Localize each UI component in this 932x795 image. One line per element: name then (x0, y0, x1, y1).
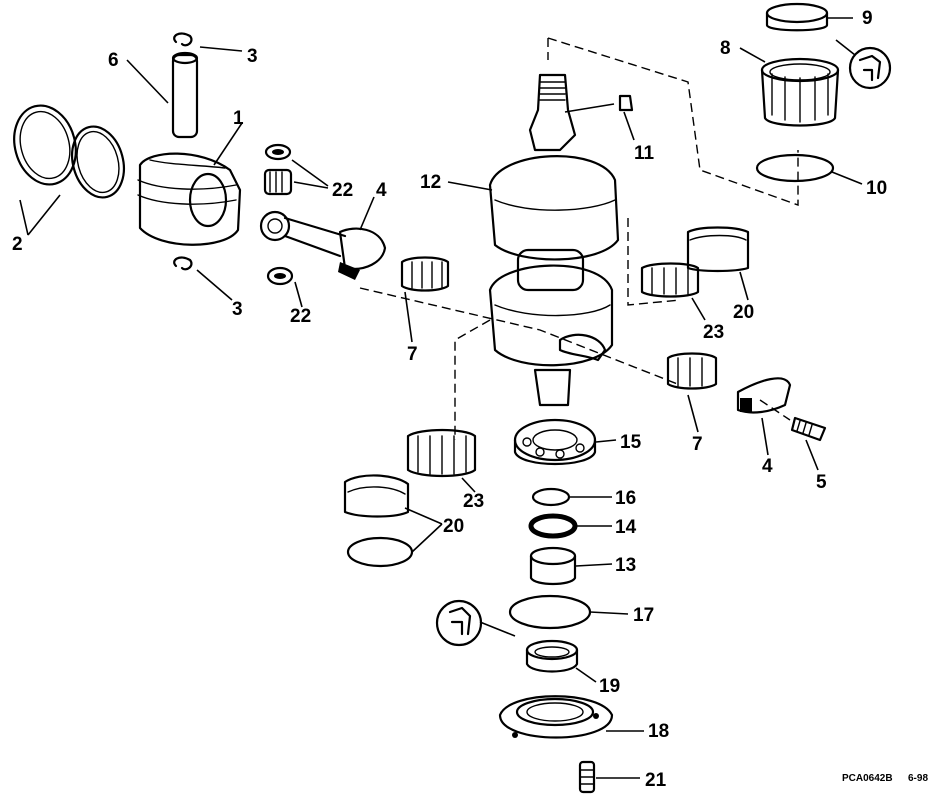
assembly-dashed-lines (359, 37, 799, 440)
lubricant-icon (835, 39, 892, 90)
bearing-housing (498, 695, 614, 739)
callout-16: 16 (615, 488, 636, 509)
upper-bearing (760, 57, 840, 127)
ball-bearing (513, 418, 597, 466)
callout-7: 7 (407, 344, 418, 365)
callout-10: 10 (866, 178, 887, 199)
callout-5: 5 (816, 472, 827, 493)
callout-3: 3 (232, 299, 243, 320)
callouts: 1 2 3 3 4 4 5 6 7 7 8 9 10 11 12 13 14 1… (12, 8, 887, 791)
rod-bearing-washers (263, 143, 294, 286)
lubricant-icon (435, 599, 516, 647)
rod-cap-screw (790, 416, 827, 442)
callout-15: 15 (620, 432, 642, 453)
callout-2: 2 (12, 234, 23, 255)
bearing-race-left (343, 474, 410, 518)
drawing-date: 6-98 (908, 773, 928, 784)
callout-7: 7 (692, 434, 703, 455)
upper-seal (765, 2, 829, 32)
connecting-rod (259, 210, 387, 280)
callout-20: 20 (733, 302, 754, 323)
callout-19: 19 (599, 676, 620, 697)
needle-bearing-lower (666, 352, 718, 390)
callout-17: 17 (633, 605, 654, 626)
lower-seal (528, 513, 578, 539)
callout-6: 6 (108, 50, 119, 71)
sleeve (529, 546, 577, 586)
drawing-code: PCA0642B (842, 773, 893, 784)
callout-20: 20 (443, 516, 464, 537)
needle-bearing-upper (400, 256, 450, 292)
lower-o-ring (508, 594, 592, 630)
callout-23: 23 (463, 491, 484, 512)
piston (137, 152, 242, 246)
callout-22: 22 (332, 180, 353, 201)
callout-13: 13 (615, 555, 636, 576)
bearing-retaining-ring (346, 536, 414, 568)
callout-8: 8 (720, 38, 731, 59)
callout-21: 21 (645, 770, 667, 791)
callout-12: 12 (420, 172, 441, 193)
callout-4: 4 (762, 456, 773, 477)
callout-3: 3 (247, 46, 258, 67)
upper-o-ring (755, 153, 835, 183)
needle-bearing-left (406, 428, 477, 478)
rod-cap (736, 377, 792, 414)
crankshaft (488, 73, 620, 407)
woodruff-key (618, 94, 634, 112)
callout-23: 23 (703, 322, 724, 343)
bearing-race-right (686, 226, 750, 273)
wrist-pin (171, 51, 199, 139)
leader-lines (19, 17, 863, 779)
snap-ring (531, 487, 571, 507)
bearing-housing-seal (525, 639, 579, 673)
callout-22: 22 (290, 306, 311, 327)
needle-bearing-right (640, 262, 700, 298)
piston-rings (13, 104, 125, 199)
callout-4: 4 (376, 180, 387, 201)
retaining-clips (173, 32, 193, 271)
callout-1: 1 (233, 108, 244, 129)
callout-14: 14 (615, 517, 637, 538)
callout-11: 11 (634, 143, 655, 164)
callout-9: 9 (862, 8, 873, 29)
housing-screw (578, 760, 596, 794)
callout-18: 18 (648, 721, 669, 742)
